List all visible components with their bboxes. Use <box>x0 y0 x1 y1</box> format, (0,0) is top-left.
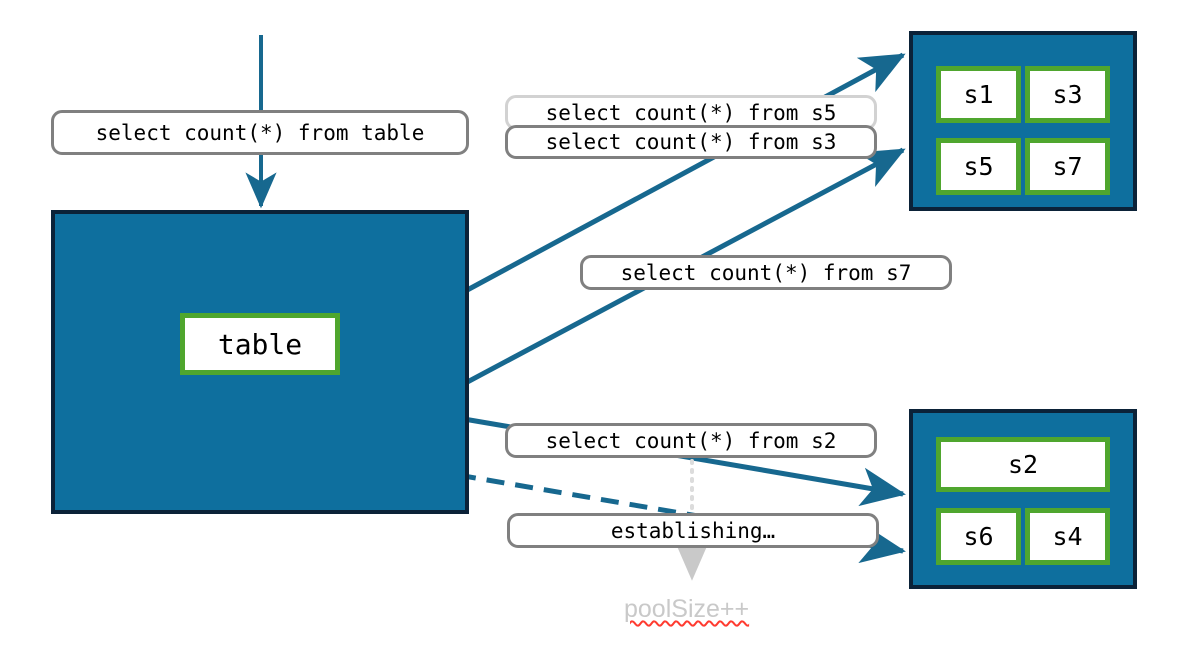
node-s4[interactable]: s4 <box>1025 508 1110 565</box>
query-pill-s2[interactable]: select count(*) from s2 <box>505 423 877 458</box>
node-s3-label: s3 <box>1052 80 1083 109</box>
node-s5[interactable]: s5 <box>936 138 1021 195</box>
node-table-label: table <box>217 327 303 361</box>
node-s3[interactable]: s3 <box>1025 66 1110 123</box>
query-pill-s7-text: select count(*) from s7 <box>620 260 912 285</box>
node-s6[interactable]: s6 <box>936 508 1021 565</box>
node-s6-label: s6 <box>963 522 994 551</box>
node-s1[interactable]: s1 <box>936 66 1021 123</box>
query-pill-s2-text: select count(*) from s2 <box>545 428 837 453</box>
poolsize-increment-note: poolSize++ <box>624 595 749 624</box>
status-pill-establishing-text: establishing… <box>610 518 776 543</box>
node-s1-label: s1 <box>963 80 994 109</box>
query-pill-table[interactable]: select count(*) from table <box>51 110 469 155</box>
query-pill-table-text: select count(*) from table <box>95 120 425 145</box>
node-s4-label: s4 <box>1052 522 1083 551</box>
query-pill-s3[interactable]: select count(*) from s3 <box>505 125 877 159</box>
node-s5-label: s5 <box>963 152 994 181</box>
status-pill-establishing[interactable]: establishing… <box>507 513 879 548</box>
node-s7[interactable]: s7 <box>1025 138 1110 195</box>
node-table[interactable]: table <box>180 313 340 375</box>
node-s2-label: s2 <box>1007 450 1039 479</box>
query-pill-s7[interactable]: select count(*) from s7 <box>580 255 952 290</box>
poolsize-increment-note-text: poolSize++ <box>624 595 750 623</box>
node-s7-label: s7 <box>1052 152 1083 181</box>
query-pill-s5-text: select count(*) from s5 <box>545 100 837 125</box>
node-s2[interactable]: s2 <box>936 437 1110 492</box>
query-pill-s3-text: select count(*) from s3 <box>545 130 837 154</box>
